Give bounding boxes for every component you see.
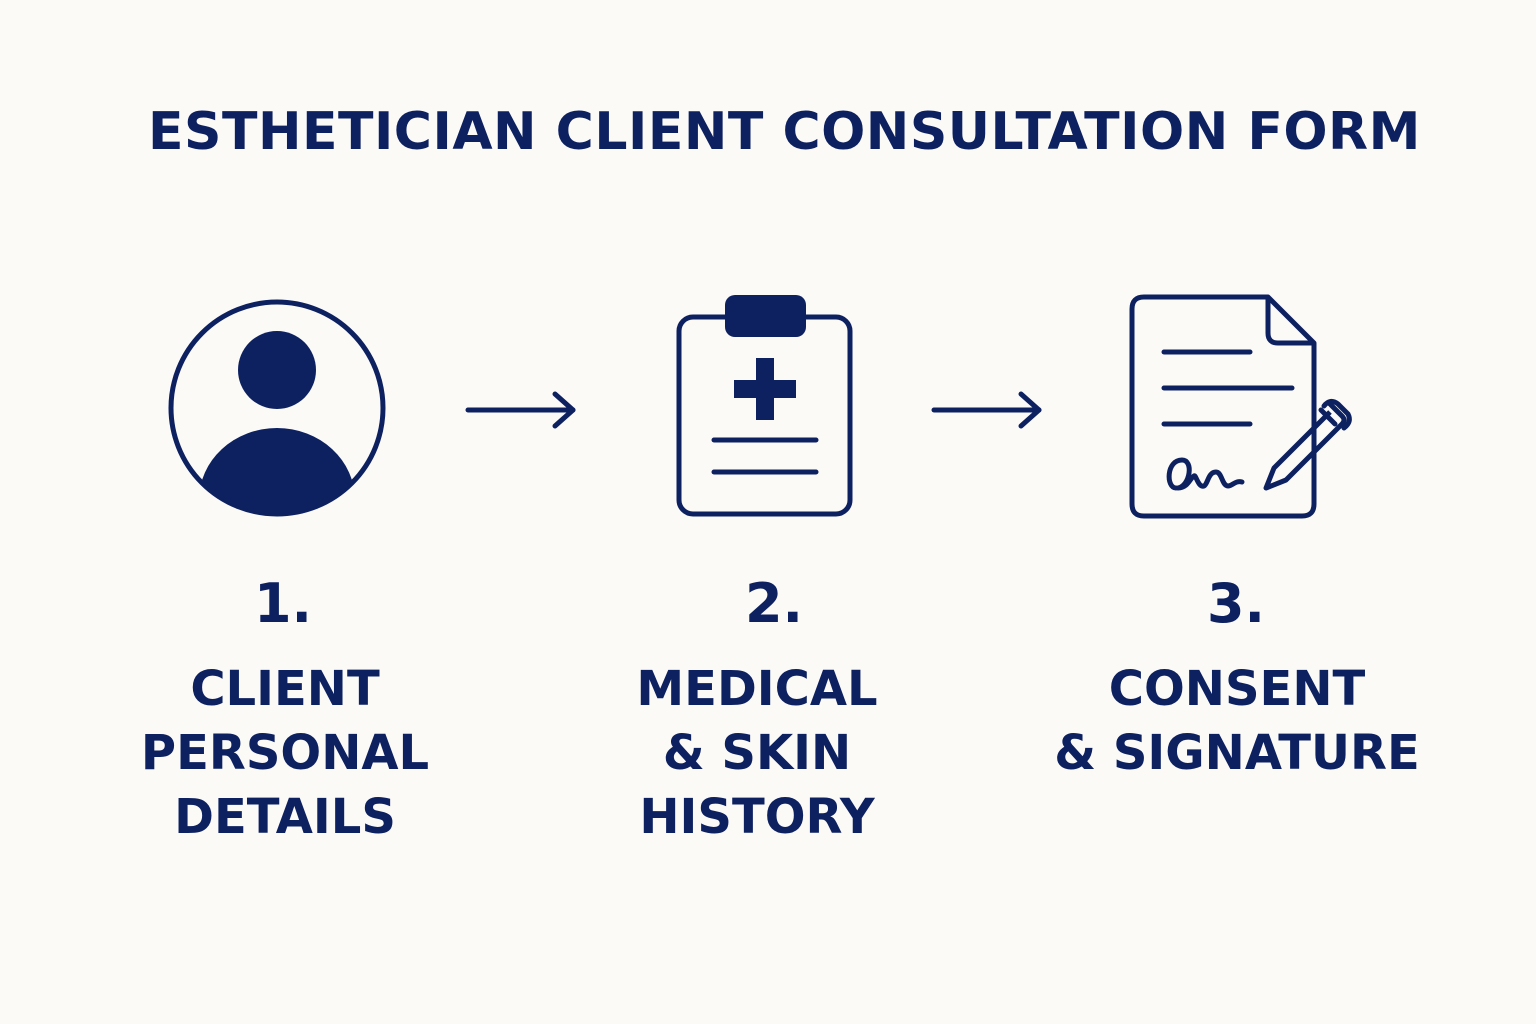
step-1-label: CLIENT PERSONAL DETAILS	[75, 657, 495, 849]
page-title: ESTHETICIAN CLIENT CONSULTATION FORM	[148, 102, 1421, 162]
step-2-label-line: MEDICAL	[636, 661, 878, 717]
step-2-label-line: & SKIN	[662, 725, 852, 781]
user-avatar-icon	[166, 295, 388, 521]
step-1-label-line: PERSONAL	[140, 725, 430, 781]
medical-clipboard-icon	[674, 292, 856, 520]
step-1-label-line: DETAILS	[174, 789, 396, 845]
step-1-number: 1.	[253, 572, 313, 635]
step-2-label: MEDICAL & SKIN HISTORY	[547, 657, 967, 849]
step-3-number: 3.	[1206, 572, 1266, 635]
signed-document-icon	[1126, 292, 1361, 524]
step-3-label: CONSENT & SIGNATURE	[1027, 657, 1447, 785]
step-2-label-line: HISTORY	[639, 789, 875, 845]
step-3-label-line: & SIGNATURE	[1054, 725, 1420, 781]
step-3-label-line: CONSENT	[1108, 661, 1366, 717]
arrow-right-icon	[931, 390, 1046, 430]
step-1-label-line: CLIENT	[190, 661, 380, 717]
step-2-number: 2.	[744, 572, 804, 635]
arrow-right-icon	[465, 390, 580, 430]
